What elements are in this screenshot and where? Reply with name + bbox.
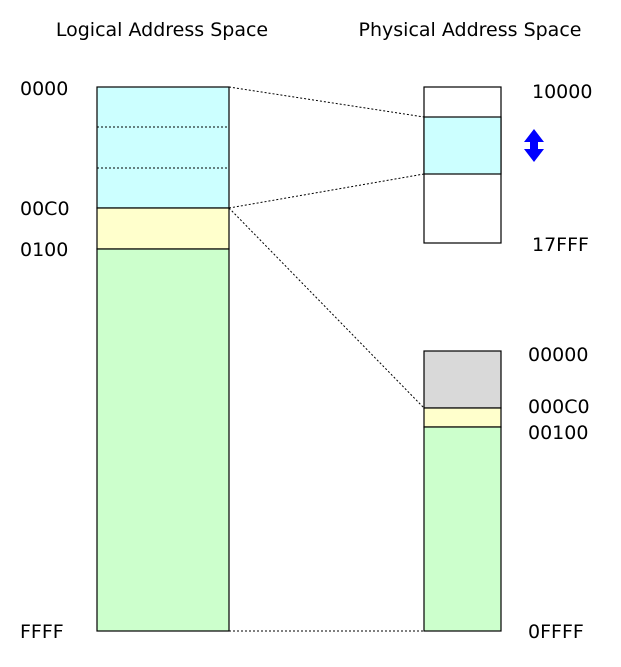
logical-label-00c0: 00C0 <box>20 198 70 220</box>
physical-label-00100: 00100 <box>528 422 588 444</box>
physical-label-00000: 00000 <box>528 344 588 366</box>
logical-label-0100: 0100 <box>20 239 68 261</box>
mapping-line-cyan-top <box>228 86 425 118</box>
logical-segment-cyan <box>96 86 230 209</box>
physical-label-0ffff: 0FFFF <box>528 621 584 643</box>
physical-top-block <box>423 86 502 244</box>
physical-label-17fff: 17FFF <box>532 234 589 256</box>
logical-address-space-title: Logical Address Space <box>56 19 268 41</box>
vertical-double-arrow-icon <box>524 129 544 162</box>
logical-address-column <box>96 86 230 632</box>
mapping-line-yellow-start <box>228 207 425 409</box>
physical-top-cyan-window <box>423 116 502 175</box>
physical-label-10000: 10000 <box>532 81 592 103</box>
logical-label-ffff: FFFF <box>20 621 64 643</box>
physical-bottom-gray <box>423 350 502 409</box>
physical-bottom-yellow <box>423 407 502 428</box>
physical-bottom-block <box>423 350 502 632</box>
logical-label-0000: 0000 <box>20 78 68 100</box>
physical-bottom-green <box>423 426 502 632</box>
physical-label-000c0: 000C0 <box>528 396 590 418</box>
logical-segment-green <box>96 248 230 632</box>
mapping-line-cyan-bottom <box>228 173 425 209</box>
logical-segment-yellow <box>96 207 230 250</box>
physical-address-space-title: Physical Address Space <box>359 19 582 41</box>
